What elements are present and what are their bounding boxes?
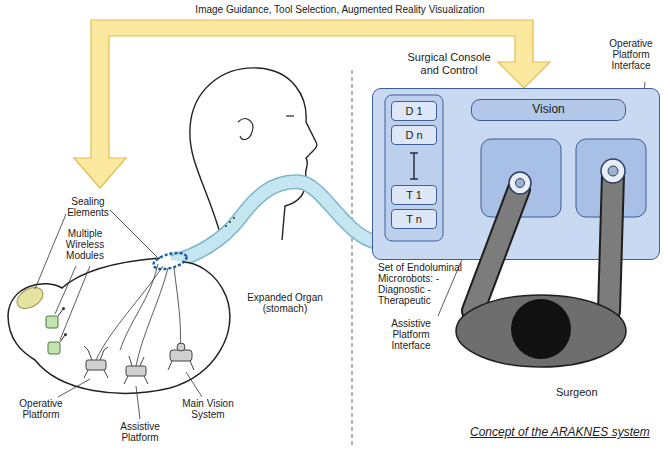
operative-platform bbox=[84, 346, 108, 378]
sealing-element bbox=[13, 283, 46, 313]
surgeon-figure bbox=[456, 159, 626, 367]
part-label: Main Vision System bbox=[176, 398, 240, 420]
part-label: Set of Endoluminal Microrobots: - Diagno… bbox=[378, 262, 478, 306]
microrobot-panel bbox=[385, 95, 443, 241]
box-text: T 1 bbox=[406, 189, 422, 202]
part-label: Multiple Wireless Modules bbox=[55, 228, 115, 261]
assistive-platform bbox=[124, 356, 148, 384]
arrow-label: Image Guidance, Tool Selection, Augmente… bbox=[175, 4, 505, 15]
microrobot-slot: D 1 bbox=[391, 101, 437, 121]
box-text: D n bbox=[405, 129, 422, 142]
eye bbox=[286, 115, 294, 116]
box-text: Vision bbox=[532, 103, 564, 117]
part-label: Assistive Platform bbox=[105, 421, 175, 443]
continuation-dots bbox=[225, 217, 235, 227]
tether-lines bbox=[96, 264, 181, 366]
microrobot-slot: T n bbox=[391, 209, 437, 229]
part-label: Expanded Organ (stomach) bbox=[240, 292, 330, 314]
part-label: Sealing Elements bbox=[58, 196, 118, 218]
tube-border bbox=[172, 182, 380, 262]
part-label: Surgeon bbox=[556, 386, 626, 398]
main-vision-system bbox=[168, 343, 194, 370]
ear bbox=[238, 119, 253, 140]
vision-box: Vision bbox=[471, 99, 626, 121]
overtube bbox=[172, 182, 380, 262]
console-heading: Surgical Console and Control bbox=[399, 51, 499, 76]
divider-line bbox=[352, 70, 353, 448]
part-label: Operative Platform Interface bbox=[598, 38, 664, 71]
box-text: D 1 bbox=[405, 105, 422, 118]
part-label: Assistive Platform Interface bbox=[378, 318, 444, 351]
head-profile bbox=[190, 68, 317, 240]
caption: Concept of the ARAKNES system bbox=[470, 426, 650, 439]
console-box: D 1D nT 1T nVisionSurgical Console and C… bbox=[372, 88, 660, 260]
stomach-outline bbox=[8, 258, 230, 393]
ellipsis-bar bbox=[410, 153, 418, 179]
box-text: T n bbox=[406, 213, 422, 226]
microrobot-slot: D n bbox=[391, 125, 437, 145]
microrobot-slot: T 1 bbox=[391, 185, 437, 205]
part-label: Operative Platform bbox=[6, 398, 76, 420]
